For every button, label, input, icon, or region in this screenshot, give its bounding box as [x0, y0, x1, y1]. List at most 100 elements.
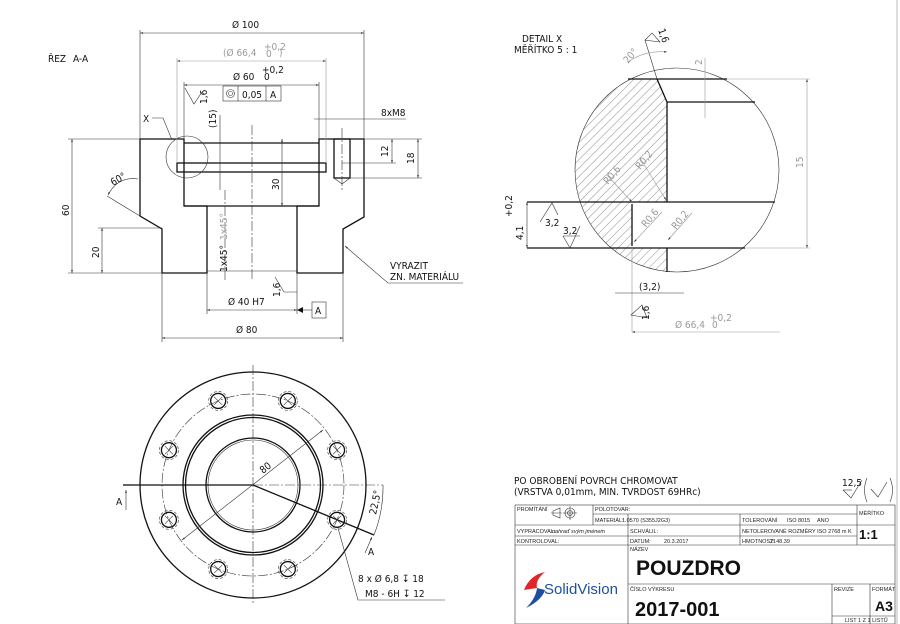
- dim-18: 18: [406, 152, 417, 164]
- bolt-hole: [208, 559, 228, 579]
- format-value: A3: [875, 598, 893, 614]
- marking-note-2: ZN. MATERIÁLU: [390, 270, 459, 283]
- concentricity-frame: 0,05 A: [222, 85, 282, 102]
- bolt-hole: [208, 391, 228, 411]
- projection-icon: [551, 506, 577, 520]
- chrome-note-2: (VRSTVA 0,01mm, MIN. TVRDOST 69HRc): [514, 487, 701, 498]
- date-label: DATUM:: [630, 539, 651, 545]
- plan-view: 80 22,5° A A 8 x Ø 6,8 ↧ 18 M8 - 6H ↧ 12: [116, 365, 445, 605]
- dim-d100: Ø 100: [232, 19, 259, 31]
- bolt-hole: [327, 510, 347, 530]
- detail-title: DETAIL X: [522, 34, 562, 45]
- mass-value: 2148.39: [770, 539, 790, 545]
- tol-upper: +0,2: [264, 42, 286, 53]
- dim-d66: (Ø 66,4: [223, 47, 257, 59]
- section-title: A-A: [73, 54, 89, 65]
- hole-note-1: 8 x Ø 6,8 ↧ 18: [358, 573, 424, 585]
- dim-d40: Ø 40 H7: [228, 296, 265, 308]
- detail-view: DETAIL X MĚŘÍTKO 5 : 1 15 2 20° 1,6 R0,6…: [504, 27, 810, 333]
- plan-angle: 22,5°: [368, 489, 384, 515]
- part-name: POUZDRO: [636, 557, 741, 580]
- dim-20: 20: [91, 246, 102, 258]
- hole-note-2: M8 - 6H ↧ 12: [365, 589, 425, 600]
- angle-60: 60°: [109, 171, 128, 189]
- roughness-icon: [562, 225, 581, 249]
- roughness-icon: [644, 32, 661, 43]
- date-value: 20.3.2017: [664, 539, 688, 545]
- detail-dim-d66: Ø 66,4: [675, 319, 705, 331]
- detail-roughness-top: 1,6: [655, 27, 670, 44]
- chamfer-1: 1x45°: [219, 213, 230, 240]
- roughness-icon: [539, 202, 559, 223]
- paren: ): [279, 48, 283, 59]
- logo-text: SolidVision: [544, 581, 618, 598]
- thread-label: 8xM8: [381, 108, 406, 119]
- dim-15: (15): [208, 110, 219, 128]
- material-value: 1.0570 (S355J2G3): [622, 518, 670, 524]
- roughness-value: 1,6: [199, 89, 210, 104]
- sheet-label: LIST 1 Z 1 LISTŮ: [845, 617, 888, 624]
- concentricity-value: 0,05: [242, 90, 262, 101]
- chrome-note-1: PO OBROBENÍ POVRCH CHROMOVAT: [514, 474, 678, 487]
- detail-roughness-32b: 3,2: [563, 226, 577, 237]
- tol-upper: +0,2: [710, 313, 732, 324]
- general-roughness-value: 12,5: [842, 478, 862, 489]
- chamfer-2: 1x45°: [219, 245, 230, 272]
- detail-marker: X: [143, 114, 149, 125]
- detail-boundary: [574, 67, 780, 273]
- format-label: FORMÁT: [872, 586, 896, 593]
- groove: [176, 162, 327, 173]
- tol-upper: +0,2: [504, 195, 515, 217]
- untoleranced-label: NETOLEROVANÉ ROZMĚRY ISO 2768 m K: [742, 527, 852, 535]
- concentricity-icon: [226, 89, 235, 98]
- scale-label: MĚŘÍTKO: [859, 509, 885, 517]
- roughness-icon: [842, 479, 863, 499]
- dim-30: 30: [271, 178, 282, 190]
- tol-lower: 0: [712, 320, 718, 331]
- roughness-icon: [274, 276, 297, 293]
- roughness-bore: 1,6: [272, 282, 283, 297]
- drawn-value: nahraď svým jménem: [552, 529, 605, 535]
- detail-dim-15: 15: [795, 157, 806, 168]
- dim-60: 60: [61, 204, 72, 216]
- drawing-no-label: ČÍSLO VÝKRESU: [630, 586, 674, 593]
- section-mark-left: A: [116, 497, 123, 508]
- detail-dim-2: 2: [694, 59, 705, 65]
- scale-value: 1:1: [859, 527, 878, 542]
- detail-dim-32: (3,2): [639, 282, 660, 293]
- plan-dim-80: 80: [258, 460, 274, 476]
- projection-label: PROMÍTÁNÍ: [517, 506, 548, 513]
- bolt-hole: [327, 440, 347, 460]
- tolerance-flag: ANO: [817, 518, 830, 524]
- drawn-label: VYPRACOVAL:: [517, 529, 556, 535]
- detail-roughness-bottom: 1,6: [641, 305, 652, 320]
- detail-angle-20: 20°: [622, 47, 641, 66]
- roughness-icon: [630, 304, 648, 319]
- bolt-hole: [278, 559, 298, 579]
- bolt-hole: [278, 391, 298, 411]
- concentricity-datum: A: [270, 90, 277, 101]
- solidvision-logo: SolidVision: [524, 572, 618, 608]
- mass-label: HMOTNOST:: [742, 539, 775, 545]
- roughness-icon: [184, 87, 203, 105]
- dim-d60: Ø 60: [233, 71, 255, 83]
- datum-label: A: [315, 306, 322, 317]
- checked-label: KONTROLOVAL:: [517, 539, 560, 545]
- name-label: NÁZEV: [630, 546, 649, 553]
- dim-12: 12: [380, 146, 391, 157]
- material-label: MATERIÁL:: [595, 517, 624, 524]
- bolt-hole: [159, 440, 179, 460]
- blank-label: POLOTOVAR:: [595, 507, 631, 513]
- general-roughness-symbol: 12,5: [842, 477, 893, 503]
- detail-dim-41: 4,1: [515, 226, 526, 240]
- tolerance-label: TOLEROVÁNÍ: [742, 517, 778, 524]
- bolt-hole: [159, 510, 179, 530]
- tolerance-value: ISO 8015: [787, 518, 810, 524]
- detail-roughness-32a: 3,2: [545, 218, 559, 229]
- approved-label: SCHVÁLIL:: [630, 528, 659, 535]
- drawing-number: 2017-001: [635, 599, 720, 621]
- tol-lower: 0: [266, 49, 272, 60]
- revision-label: REVIZE: [834, 587, 854, 593]
